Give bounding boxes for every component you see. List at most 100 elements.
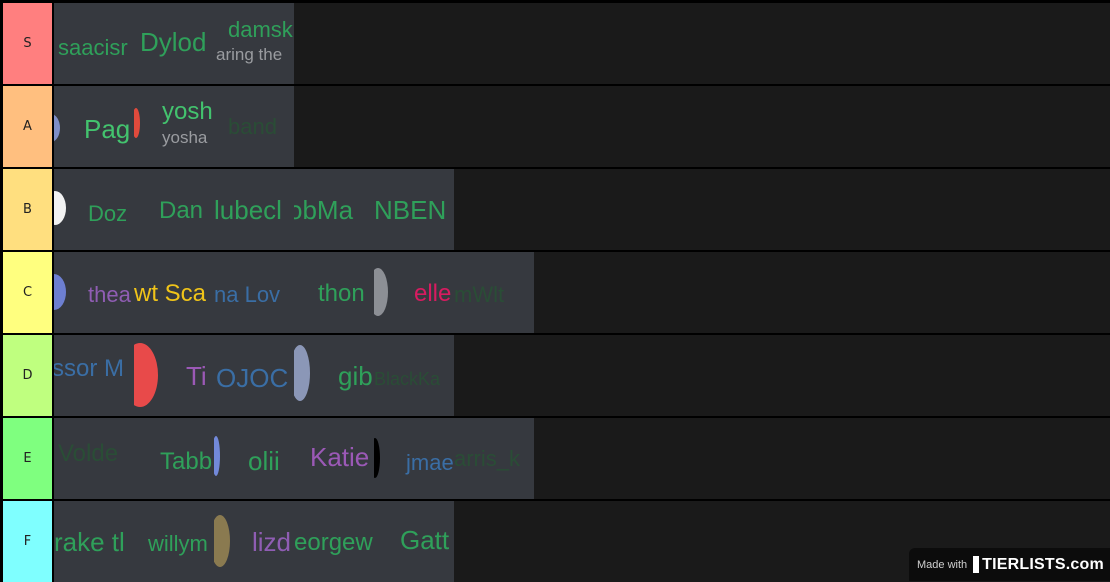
tier-item-name: wt Sca bbox=[134, 280, 207, 307]
tier-item-name: eorgew bbox=[294, 529, 373, 556]
tier-row-s: S saacisr Dylod damsk aring the bbox=[0, 3, 1110, 84]
logo-bar-icon bbox=[973, 556, 980, 573]
tier-item[interactable]: Katie bbox=[294, 418, 374, 499]
tier-item[interactable]: saacisr bbox=[54, 3, 134, 84]
tier-item-name: ssor M bbox=[54, 355, 124, 382]
tier-item[interactable]: band bbox=[214, 86, 294, 167]
tier-items-d[interactable]: ssor M Ti OJOC gib BlackKa bbox=[54, 335, 1110, 416]
tier-item[interactable]: rake tl bbox=[54, 501, 134, 582]
tier-label-c[interactable]: C bbox=[3, 252, 52, 333]
tier-item[interactable]: Volde bbox=[54, 418, 134, 499]
avatar bbox=[294, 345, 310, 401]
tier-item-name: Pag bbox=[84, 114, 131, 144]
tier-item[interactable]: obMa bbox=[294, 169, 374, 250]
tier-item[interactable]: Dylod bbox=[134, 3, 214, 84]
tier-item-name: thon bbox=[318, 280, 365, 307]
avatar bbox=[134, 108, 140, 138]
tier-item-name: Volde bbox=[58, 440, 119, 467]
avatar bbox=[214, 515, 230, 567]
tier-row-d: D ssor M Ti OJOC gib BlackKa bbox=[0, 335, 1110, 416]
tier-item-name: band bbox=[228, 114, 277, 139]
tierlists-logo: TIERLISTS.com bbox=[973, 556, 1104, 574]
tier-items-e[interactable]: Volde Tabb olii Katie jmae arris_k bbox=[54, 418, 1110, 499]
tier-item[interactable]: gib bbox=[294, 335, 374, 416]
tierlists-watermark[interactable]: Made with TIERLISTS.com bbox=[909, 548, 1110, 581]
avatar bbox=[54, 114, 60, 142]
tier-item[interactable]: olii bbox=[214, 418, 294, 499]
tier-item[interactable]: Ti bbox=[134, 335, 214, 416]
tier-item-name: Katie bbox=[310, 442, 370, 472]
tier-item-name: mWlt bbox=[454, 282, 505, 307]
avatar bbox=[54, 191, 66, 225]
tier-item-name: Tabb bbox=[160, 448, 213, 475]
made-with-label: Made with bbox=[917, 558, 968, 571]
tier-label-f[interactable]: F bbox=[3, 501, 52, 582]
tier-item-name: thea bbox=[88, 282, 131, 307]
tier-item[interactable]: mWlt bbox=[454, 252, 534, 333]
tier-item[interactable]: BlackKa bbox=[374, 335, 454, 416]
tier-item-name: jmae bbox=[406, 450, 454, 475]
tier-item[interactable]: na Lov bbox=[214, 252, 294, 333]
tier-label-s[interactable]: S bbox=[3, 3, 52, 84]
tier-item[interactable]: willym bbox=[134, 501, 214, 582]
tier-item[interactable]: elle bbox=[374, 252, 454, 333]
tier-item[interactable]: Pag bbox=[54, 86, 134, 167]
tier-item-name: Gatt bbox=[400, 525, 450, 555]
tier-item-name: Dan bbox=[159, 197, 204, 224]
tier-item[interactable]: Dan bbox=[134, 169, 214, 250]
tier-items-s[interactable]: saacisr Dylod damsk aring the bbox=[54, 3, 1110, 84]
tier-item-name: olii bbox=[248, 446, 280, 476]
tier-row-a: A Pag yosh yosha band bbox=[0, 86, 1110, 167]
tier-item-name: damsk bbox=[228, 17, 293, 42]
tier-item[interactable]: thon bbox=[294, 252, 374, 333]
tier-item-status: yosha bbox=[162, 128, 208, 147]
tier-item[interactable]: Gatt bbox=[374, 501, 454, 582]
tier-item-name: OJOC bbox=[216, 363, 289, 393]
tier-row-c: C thea wt Sca na Lov thon elle mWlt bbox=[0, 252, 1110, 333]
tier-item[interactable]: eorgew bbox=[294, 501, 374, 582]
avatar bbox=[374, 268, 388, 316]
tier-item-name: yosh bbox=[162, 98, 213, 125]
tier-item[interactable]: OJOC bbox=[214, 335, 294, 416]
tier-item-name: Ti bbox=[186, 361, 207, 391]
tier-item[interactable]: yosh yosha bbox=[134, 86, 214, 167]
tier-item[interactable]: lizd bbox=[214, 501, 294, 582]
tier-item-name: gib bbox=[338, 361, 373, 391]
tier-item-name: NBEN bbox=[374, 195, 447, 225]
avatar bbox=[214, 436, 220, 476]
tier-item[interactable]: Tabb bbox=[134, 418, 214, 499]
tier-item[interactable]: NBEN bbox=[374, 169, 454, 250]
tier-item-name: obMa bbox=[294, 195, 354, 225]
avatar bbox=[374, 438, 380, 478]
avatar bbox=[54, 274, 66, 310]
tier-label-d[interactable]: D bbox=[3, 335, 52, 416]
tier-item-name: Doz bbox=[88, 201, 128, 226]
tier-item[interactable]: thea bbox=[54, 252, 134, 333]
tier-items-a[interactable]: Pag yosh yosha band bbox=[54, 86, 1110, 167]
tier-item-status: aring the bbox=[216, 45, 283, 64]
tier-label-e[interactable]: E bbox=[3, 418, 52, 499]
avatar bbox=[134, 343, 158, 407]
tier-item-name: willym bbox=[148, 531, 208, 556]
tier-item-name: Dylod bbox=[140, 27, 207, 57]
tier-item[interactable]: arris_k bbox=[454, 418, 534, 499]
tier-item-name: lubecl bbox=[214, 195, 282, 225]
tier-item[interactable]: wt Sca bbox=[134, 252, 214, 333]
tier-item[interactable]: ssor M bbox=[54, 335, 134, 416]
tier-item-name: lizd bbox=[252, 527, 292, 557]
tier-item[interactable]: damsk aring the bbox=[214, 3, 294, 84]
tier-item-name: na Lov bbox=[214, 282, 281, 307]
tier-label-b[interactable]: B bbox=[3, 169, 52, 250]
tier-row-b: B Doz Dan lubecl obMa NBEN bbox=[0, 169, 1110, 250]
tier-label-a[interactable]: A bbox=[3, 86, 52, 167]
tier-item-name: arris_k bbox=[454, 446, 521, 471]
tier-item[interactable]: Doz bbox=[54, 169, 134, 250]
tier-item-name: rake tl bbox=[54, 527, 125, 557]
tier-items-b[interactable]: Doz Dan lubecl obMa NBEN bbox=[54, 169, 1110, 250]
tier-item[interactable]: jmae bbox=[374, 418, 454, 499]
tier-items-c[interactable]: thea wt Sca na Lov thon elle mWlt bbox=[54, 252, 1110, 333]
tier-item-name: BlackKa bbox=[374, 369, 441, 389]
tier-item[interactable]: lubecl bbox=[214, 169, 294, 250]
tier-row-e: E Volde Tabb olii Katie jmae arris_k bbox=[0, 418, 1110, 499]
